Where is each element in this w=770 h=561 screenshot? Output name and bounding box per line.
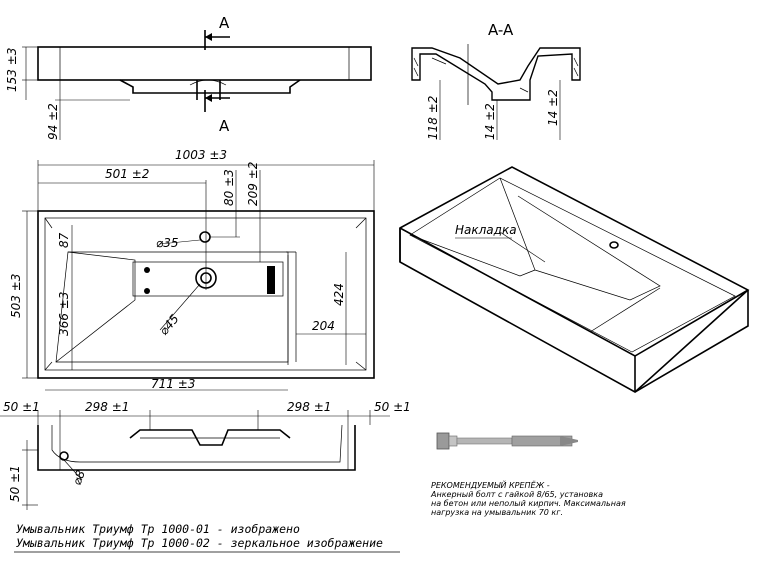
dim-section-wall-left: 14 ±2	[483, 103, 497, 140]
dim-front-298-left: 298 ±1	[85, 400, 129, 414]
dim-front-hole: ⌀8	[70, 468, 88, 487]
front-view: 50 ±1 298 ±1 298 ±1 50 ±1 50 ±1 ⌀8	[0, 400, 411, 510]
dim-drain-offset: 501 ±2	[105, 167, 149, 181]
note-line-2: Анкерный болт с гайкой 8/65, установка	[430, 490, 603, 499]
dim-side-height: 153 ±3	[5, 48, 19, 92]
dim-drain-dia: ⌀45	[157, 312, 182, 338]
dim-drain-height: 94 ±2	[46, 103, 60, 140]
section-marker-bottom: A	[219, 117, 230, 135]
caption-line-1: Умывальник Триумф Тр 1000-01 - изображен…	[16, 522, 300, 536]
anchor-bolt-image	[436, 432, 578, 450]
dim-front-298-right: 298 ±1	[287, 400, 331, 414]
side-view: A A 153 ±3 94 ±2	[5, 14, 372, 140]
section-title: A-A	[488, 21, 514, 39]
note-line-1: РЕКОМЕНДУЕМЫЙ КРЕПЁЖ -	[431, 479, 550, 490]
note-line-4: нагрузка на умывальник 70 кг.	[431, 508, 563, 517]
dim-hole-offset-209: 209 ±2	[246, 162, 260, 206]
overlay-label: Накладка	[455, 223, 517, 237]
section-a-a: A-A 118 ±2 14 ±2 14 ±2	[411, 21, 581, 140]
dim-front-50-right: 50 ±1	[374, 400, 411, 414]
dim-hole-dia: ⌀35	[156, 236, 179, 250]
note-line-3: на бетон или неполый кирпич. Максимальна…	[431, 499, 626, 508]
dim-inner-87: 87	[57, 232, 71, 248]
dim-inner-366: 366 ±3	[57, 292, 71, 336]
section-marker-top: A	[219, 14, 230, 32]
dim-front-height: 50 ±1	[8, 465, 22, 502]
dim-overall-width: 1003 ±3	[175, 148, 227, 162]
caption: Умывальник Триумф Тр 1000-01 - изображен…	[14, 522, 400, 553]
dim-hole-offset-80: 80 ±3	[222, 169, 236, 206]
caption-line-2: Умывальник Триумф Тр 1000-02 - зеркально…	[16, 536, 383, 550]
isometric-view: Накладка	[399, 166, 750, 393]
dim-front-50-left: 50 ±1	[3, 400, 40, 414]
dim-inner-204: 204	[312, 319, 335, 333]
fastener-note: РЕКОМЕНДУЕМЫЙ КРЕПЁЖ - Анкерный болт с г…	[430, 479, 626, 517]
dim-inner-711: 711 ±3	[151, 377, 195, 391]
dim-section-height: 118 ±2	[426, 96, 440, 140]
plan-view: 1003 ±3 501 ±2 80 ±3 209 ±2 ⌀35 503 ±3 8…	[9, 148, 375, 391]
dim-inner-424: 424	[332, 283, 346, 306]
dim-section-wall-right: 14 ±2	[546, 89, 560, 126]
dim-depth: 503 ±3	[9, 274, 23, 318]
